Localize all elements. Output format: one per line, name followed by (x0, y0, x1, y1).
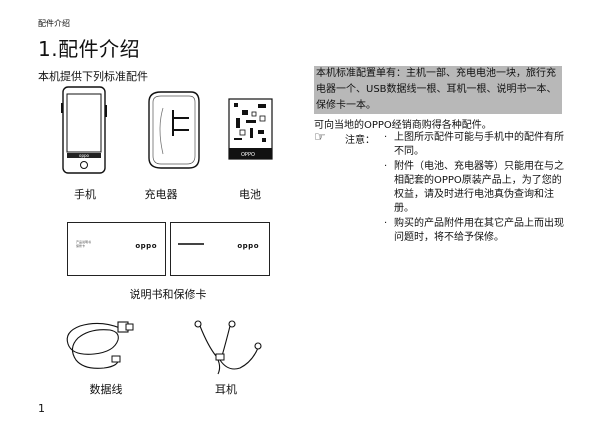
manual-caption: 说明书和保修卡 (129, 288, 207, 301)
page-title: 1.配件介绍 (38, 37, 141, 61)
note-item: 附件（电池、充电器等）只能用在与之相配套的OPPO原装产品上，为了您的权益，请及… (384, 160, 564, 216)
charger-illustration (148, 91, 200, 169)
earphone-illustration (194, 320, 262, 375)
warranty-brand: oppo (237, 242, 259, 250)
usb-cable-illustration (66, 321, 134, 369)
phone-caption: 手机 (74, 188, 96, 201)
standard-config-highlight: 本机标准配置单有：主机一部、充电电池一块，旅行充电器一个、USB数据线一根、耳机… (314, 66, 562, 114)
page-number: 1 (38, 402, 45, 415)
accessories-availability: 可向当地的OPPO经销商购得各种配件。 (314, 120, 492, 131)
phone-brand: oppo (79, 153, 90, 158)
battery-caption: 电池 (239, 188, 261, 201)
battery-illustration: OPPO (228, 98, 273, 160)
manual-card: 产品说明书 保修卡 oppo (67, 222, 166, 276)
manual-brand: oppo (135, 242, 157, 250)
battery-brand: OPPO (241, 152, 255, 158)
earphone-caption: 耳机 (215, 383, 237, 396)
note-item: 购买的产品附件用在其它产品上而出现问题时，将不给予保修。 (384, 217, 564, 245)
pointing-hand-icon: ☞ (314, 130, 326, 145)
charger-caption: 充电器 (144, 188, 178, 201)
usb-caption: 数据线 (89, 383, 123, 396)
manual-small-text-2: 保修卡 (76, 244, 86, 248)
intro-text: 本机提供下列标准配件 (38, 70, 148, 83)
warranty-card: oppo (170, 222, 270, 276)
note-label: 注意： (345, 135, 375, 146)
phone-illustration: oppo (61, 86, 107, 174)
note-item: 上图所示配件可能与手机中的配件有所不同。 (384, 131, 564, 159)
warranty-text-line (178, 243, 204, 245)
manual-small-text: 产品说明书 (76, 240, 92, 244)
notes-list: 上图所示配件可能与手机中的配件有所不同。 附件（电池、充电器等）只能用在与之相配… (384, 131, 564, 246)
section-header: 配件介绍 (38, 19, 70, 28)
